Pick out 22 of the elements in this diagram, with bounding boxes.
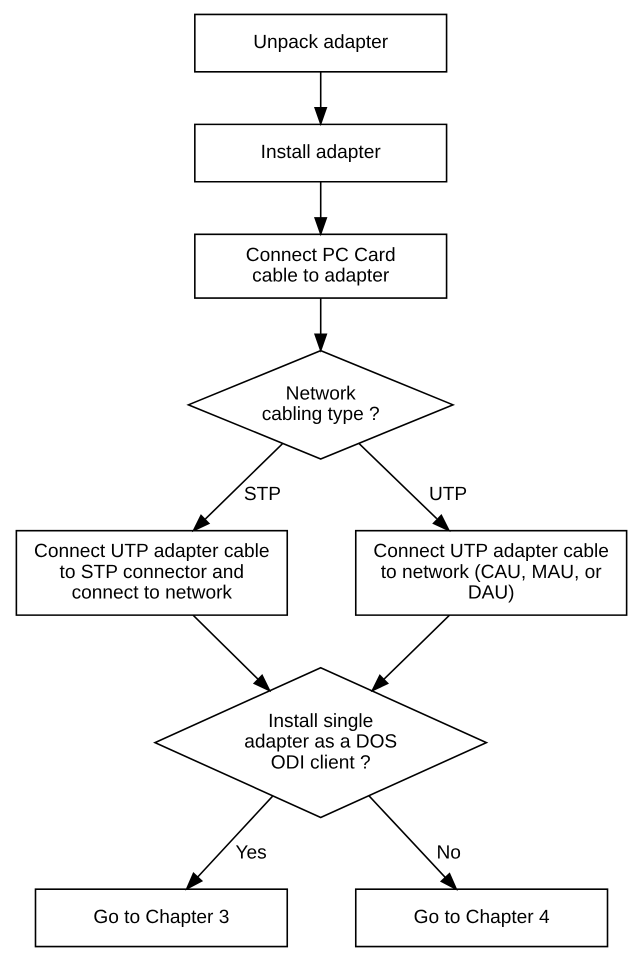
edge-label: Yes — [236, 842, 267, 864]
arrow — [192, 443, 283, 532]
node-box: Connect PC Card cable to adapter — [194, 234, 448, 299]
arrow — [185, 796, 274, 891]
edge-label: No — [436, 842, 461, 864]
edge-label: UTP — [428, 484, 467, 505]
arrow — [358, 442, 451, 532]
node-diamond: Install single adapter as a DOS ODI client ? — [153, 666, 488, 818]
node-diamond: Network cabling type ? — [186, 350, 456, 460]
node-box: Go to Chapter 4 — [354, 888, 608, 948]
arrow — [314, 72, 328, 126]
node-box: Connect UTP adapter cable to STP connector and connect to network — [16, 530, 288, 616]
node-box: Unpack adapter — [194, 14, 448, 73]
arrow — [370, 614, 450, 692]
node-box: Connect UTP adapter cable to network (CAU, MAU, or DAU) — [354, 530, 628, 616]
arrow — [314, 298, 328, 353]
arrow — [314, 182, 328, 236]
arrow — [368, 795, 458, 891]
node-box: Go to Chapter 3 — [34, 888, 288, 948]
node-box: Install adapter — [194, 124, 448, 183]
arrow — [192, 614, 272, 692]
edge-label: STP — [244, 484, 281, 505]
